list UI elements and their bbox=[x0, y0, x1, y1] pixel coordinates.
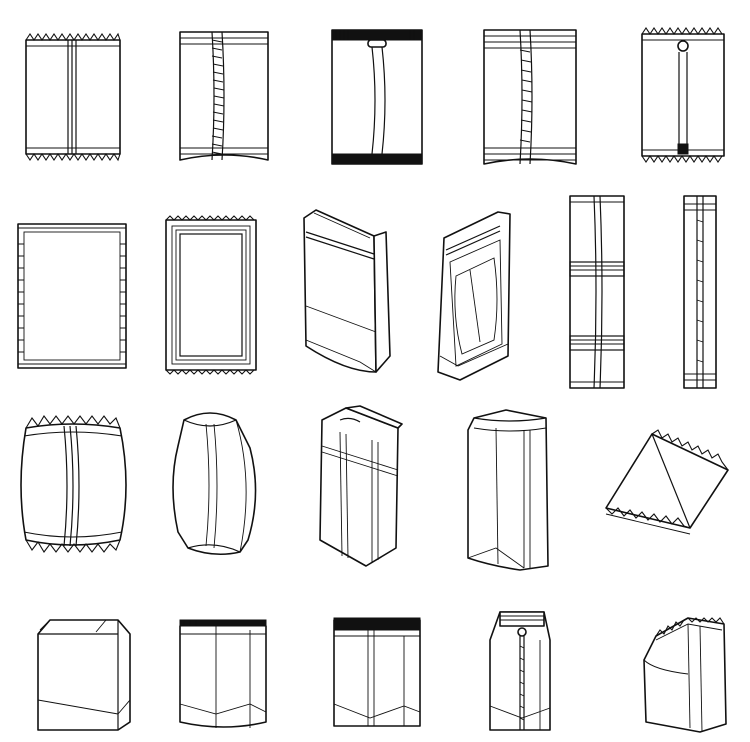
stick-pack-tall bbox=[569, 195, 625, 389]
tetrahedron-pack bbox=[605, 429, 729, 535]
block-bottom-bag bbox=[179, 619, 267, 728]
gusset-bag-rounded bbox=[172, 412, 257, 556]
pillow-pack-euro-hole bbox=[641, 27, 725, 163]
block-bottom-bag-euro-hole bbox=[489, 611, 551, 731]
block-bottom-bag-serrated bbox=[643, 617, 727, 733]
pillow-pack-crimped bbox=[20, 415, 127, 553]
quad-seal-hanger-bag bbox=[319, 405, 403, 567]
block-bottom-bag-dark-band bbox=[333, 617, 421, 727]
pillow-pack-hanger-hole bbox=[331, 29, 423, 165]
stand-up-window-pouch bbox=[437, 211, 511, 381]
pillow-pack-center-seal-striped bbox=[483, 29, 577, 165]
stand-up-zipper-pouch bbox=[303, 209, 391, 373]
four-side-seal-framed bbox=[165, 215, 257, 375]
pillow-pack-center-seal bbox=[179, 31, 269, 161]
stick-pack-slim bbox=[683, 195, 717, 389]
pillow-pack-serrated bbox=[25, 32, 121, 162]
gable-top-carton bbox=[37, 619, 131, 731]
four-side-seal-pouch bbox=[17, 223, 127, 369]
flat-bottom-bag bbox=[467, 409, 549, 571]
